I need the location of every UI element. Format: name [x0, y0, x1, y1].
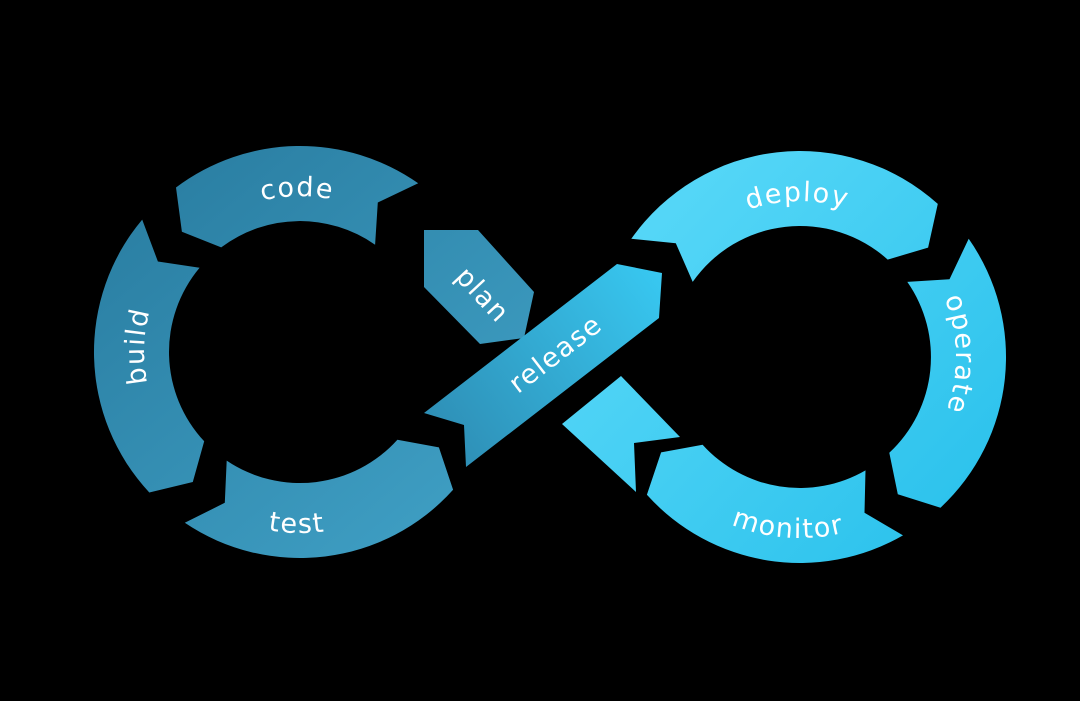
left-loop [93, 146, 534, 559]
segment-test-arrow [184, 439, 454, 559]
segment-operate-arrow [889, 238, 1007, 508]
right-loop [631, 151, 1007, 563]
segment-release-arrow [424, 264, 662, 467]
center-crossing [424, 264, 680, 492]
segment-monitor-arrow [646, 444, 903, 563]
segment-plan-arrow [424, 230, 534, 344]
segment-build-arrow [93, 219, 205, 493]
segment-code-arrow [176, 146, 419, 248]
svg-text:test: test [267, 506, 326, 540]
label-test: test [267, 506, 325, 540]
segment-return-arrow [562, 376, 680, 492]
label-code: code [257, 172, 334, 208]
svg-text:code: code [257, 172, 336, 208]
segment-deploy-arrow [631, 151, 938, 282]
